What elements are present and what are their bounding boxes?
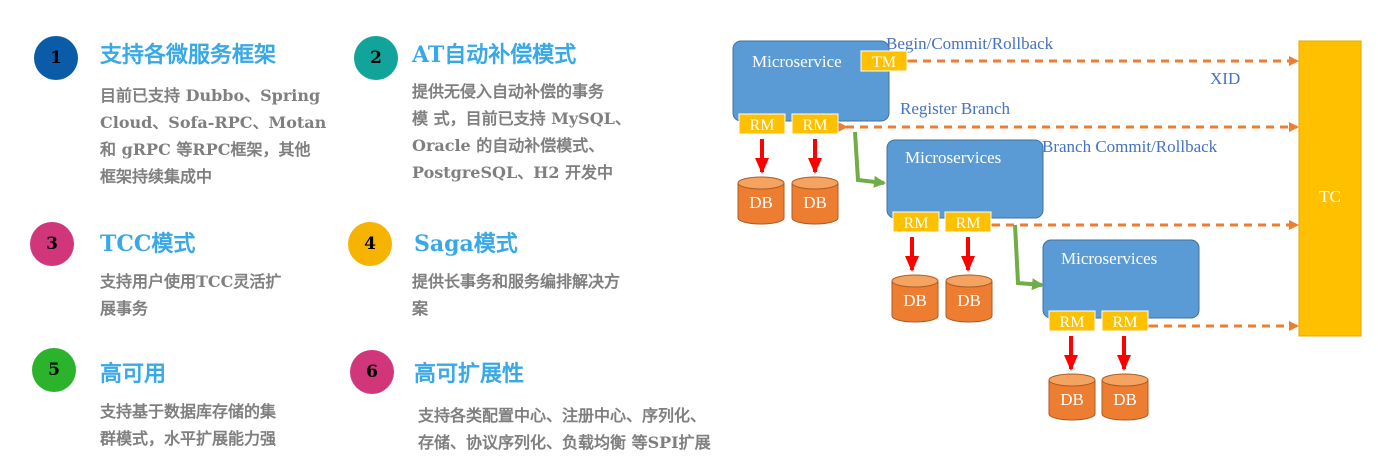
feature-1-desc-line: Cloud、Sofa-RPC、Motan	[100, 113, 327, 132]
tm-label: TM	[872, 54, 896, 71]
db-label: DB	[749, 193, 773, 212]
feature-2-title: AT自动补偿模式	[412, 42, 577, 68]
tc-label: TC	[1319, 187, 1341, 206]
db-cylinder: DB	[891, 274, 939, 323]
rm-label: RM	[1060, 314, 1085, 331]
feature-2-desc-line: PostgreSQL、H2 开发中	[412, 163, 614, 182]
feature-2-desc-line: 提供无侵入自动补偿的事务	[412, 82, 605, 101]
db-cylinder: DB	[1048, 373, 1096, 421]
db-label: DB	[957, 291, 981, 310]
feature-6-desc: 支持各类配置中心、注册中心、序列化、 存储、协议序列化、负载均衡 等SPI扩展	[418, 402, 711, 456]
feature-4-desc: 提供长事务和服务编排解决方 案	[412, 268, 620, 322]
branch-commit-rollback-label: Branch Commit/Rollback	[1042, 137, 1218, 156]
green-connector-arrow	[853, 131, 886, 188]
feature-5-desc: 支持基于数据库存储的集 群模式，水平扩展能力强	[100, 398, 276, 452]
feature-1-number: 1	[34, 36, 78, 80]
tm-box	[860, 50, 908, 72]
microservice-label: Microservice	[752, 52, 842, 71]
rm-label: RM	[956, 215, 981, 232]
rm-label: RM	[803, 117, 828, 134]
begin-commit-rollback-label: Begin/Commit/Rollback	[886, 34, 1054, 53]
feature-5-desc-line: 群模式，水平扩展能力强	[100, 429, 277, 448]
feature-4-desc-line: 提供长事务和服务编排解决方	[412, 272, 621, 291]
feature-3-desc-line: 展事务	[100, 299, 149, 318]
seata-architecture-diagram: TC Begin/Commit/Rollback XID Register Br…	[732, 34, 1362, 421]
db-label: DB	[1060, 390, 1084, 409]
rm-label: RM	[1113, 314, 1138, 331]
xid-label: XID	[1210, 69, 1240, 88]
feature-6-number: 6	[350, 350, 394, 394]
register-branch-label: Register Branch	[900, 99, 1010, 118]
feature-3-desc: 支持用户使用TCC灵活扩 展事务	[100, 268, 281, 322]
feature-6-desc-line: 支持各类配置中心、注册中心、序列化、	[418, 406, 707, 425]
db-cylinder: DB	[945, 274, 993, 323]
feature-1-desc-line: 和 gRPC 等RPC框架，其他	[100, 140, 311, 159]
rm-label: RM	[750, 117, 775, 134]
feature-5-number: 5	[32, 348, 76, 392]
rm-box	[944, 211, 992, 233]
feature-1-title: 支持各微服务框架	[100, 42, 277, 68]
feature-4-desc-line: 案	[412, 299, 429, 318]
rm-box	[892, 211, 940, 233]
db-label: DB	[903, 291, 927, 310]
tc-box	[1298, 40, 1362, 337]
rm-box	[1101, 310, 1149, 332]
rm-box	[738, 113, 786, 135]
green-connector-arrow	[1013, 224, 1044, 291]
feature-1-desc-line: 框架持续集成中	[100, 167, 213, 186]
rm-box	[791, 113, 839, 135]
microservice-label: Microservices	[905, 148, 1001, 167]
feature-3-desc-line: 支持用户使用TCC灵活扩	[100, 272, 282, 291]
rm-box	[1048, 310, 1096, 332]
db-cylinder: DB	[737, 176, 785, 225]
feature-2-number: 2	[354, 36, 398, 80]
feature-5-desc-line: 支持基于数据库存储的集	[100, 402, 277, 421]
microservice-label: Microservices	[1061, 249, 1157, 268]
feature-5-title: 高可用	[100, 361, 167, 387]
feature-3-title: TCC模式	[100, 231, 196, 257]
rm-label: RM	[904, 215, 929, 232]
feature-3-number: 3	[30, 222, 74, 266]
feature-4-number: 4	[348, 222, 392, 266]
feature-4-title: Saga模式	[414, 231, 518, 257]
db-label: DB	[803, 193, 827, 212]
db-cylinder: DB	[791, 176, 839, 225]
db-label: DB	[1113, 390, 1137, 409]
feature-6-title: 高可扩展性	[414, 361, 525, 387]
feature-1-desc-line: 目前已支持 Dubbo、Spring	[100, 86, 321, 105]
db-cylinder: DB	[1101, 373, 1149, 421]
feature-6-desc-line: 存储、协议序列化、负载均衡 等SPI扩展	[418, 433, 711, 452]
feature-1-desc: 目前已支持 Dubbo、Spring Cloud、Sofa-RPC、Motan …	[100, 82, 326, 190]
feature-2-desc: 提供无侵入自动补偿的事务 模 式，目前已支持 MySQL、 Oracle 的自动…	[412, 78, 631, 186]
feature-2-desc-line: 模 式，目前已支持 MySQL、	[412, 109, 631, 128]
feature-2-desc-line: Oracle 的自动补偿模式、	[412, 136, 605, 155]
